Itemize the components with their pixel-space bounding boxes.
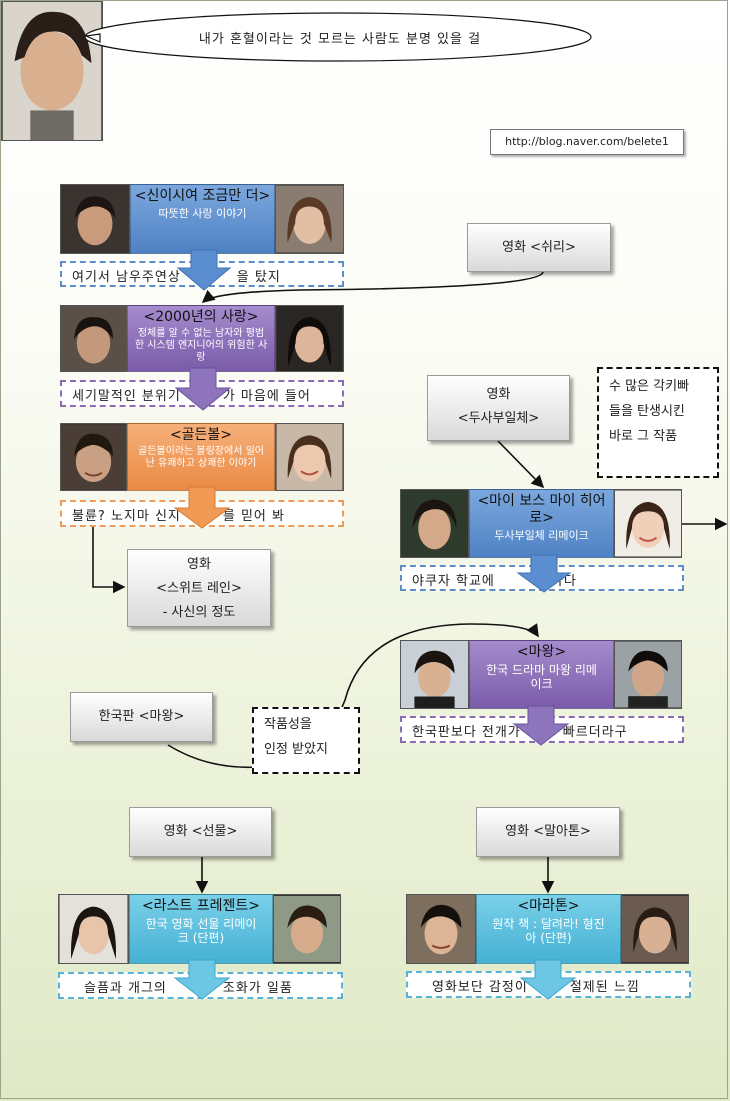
movie-label-dusabu: 영화 <두사부일체> bbox=[427, 375, 570, 441]
sweet-rain-line-2: <스위트 레인> bbox=[156, 581, 242, 596]
drama-subtitle-7: 원작 책 : 달려라! 형진아 (단편) bbox=[492, 916, 605, 946]
actress-photo-7b bbox=[621, 894, 689, 964]
actress-photo-4b bbox=[614, 489, 682, 558]
drama-title-4: <마이 보스 마이 히어로> bbox=[477, 493, 606, 526]
actor-photo-5b bbox=[614, 640, 682, 709]
actor-portrait bbox=[1, 1, 103, 141]
actor-photo-3a bbox=[60, 423, 127, 491]
drama-note-4: 야쿠자 학교에 가다 bbox=[400, 565, 684, 591]
drama-note-6: 슬픔과 개그의 조화가 일품 bbox=[58, 972, 343, 999]
callout-recognized: 작품성을 인정 받았지 bbox=[252, 707, 360, 774]
drama-title-banner-3: <골든볼> 골든볼이라는 볼링장에서 일어난 유쾌하고 상쾌한 이야기 bbox=[127, 423, 275, 491]
dusabu-line-2: <두사부일체> bbox=[457, 411, 540, 426]
actor-photo-6b bbox=[273, 894, 341, 964]
drama-title-1: <신이시여 조금만 더> bbox=[134, 188, 271, 204]
drama-note-7: 영화보단 감정이 절제된 느낌 bbox=[406, 971, 691, 998]
drama-note-3: 불륜? 노지마 신지 를 믿어 봐 bbox=[60, 500, 344, 527]
callout-gakkiba-line-1: 수 많은 각키빠 bbox=[609, 379, 690, 394]
drama-title-banner-2: <2000년의 사랑> 정체를 알 수 없는 남자와 평범한 시스템 엔지니어의… bbox=[127, 305, 275, 372]
actress-photo-2b bbox=[275, 305, 344, 372]
actor-photo-5a bbox=[400, 640, 469, 709]
drama-note-2: 세기말적인 분위기 가 마음에 들어 bbox=[60, 380, 344, 407]
drama-label-korean-maou: 한국판 <마왕> bbox=[70, 692, 213, 742]
drama-subtitle-1: 따뜻한 사랑 이야기 bbox=[158, 206, 247, 220]
movie-label-sweet-rain: 영화 <스위트 레인> - 사신의 정도 bbox=[127, 549, 271, 627]
callout-gakkiba-line-2: 들을 탄생시킨 bbox=[609, 404, 685, 419]
drama-subtitle-6: 한국 영화 선물 리메이크 (단편) bbox=[145, 916, 257, 946]
callout-gakkiba: 수 많은 각키빠 들을 탄생시킨 바로 그 작품 bbox=[597, 367, 719, 478]
drama-note-1: 여기서 남우주연상 을 탔지 bbox=[60, 261, 344, 287]
actor-photo-1a bbox=[60, 184, 130, 254]
drama-title-banner-5: <마왕> 한국 드라마 마왕 리메이크 bbox=[469, 640, 614, 709]
movie-label-marathon: 영화 <말아톤> bbox=[476, 807, 620, 857]
actress-photo-3b bbox=[275, 423, 344, 491]
sweet-rain-line-1: 영화 bbox=[187, 557, 211, 572]
actor-photo-2a bbox=[60, 305, 127, 372]
drama-subtitle-2: 정체를 알 수 없는 남자와 평범한 시스템 엔지니어의 위험한 사랑 bbox=[134, 327, 268, 363]
drama-note-5: 한국판보다 전개가 빠르더라구 bbox=[400, 716, 684, 743]
drama-title-banner-4: <마이 보스 마이 히어로> 두사부일체 리메이크 bbox=[469, 489, 614, 558]
drama-title-banner-7: <마라톤> 원작 책 : 달려라! 형진아 (단편) bbox=[476, 894, 621, 964]
drama-title-6: <라스트 프레젠트> bbox=[141, 898, 261, 914]
actress-photo-6a bbox=[58, 894, 129, 964]
drama-title-2: <2000년의 사랑> bbox=[143, 309, 259, 325]
drama-title-banner-6: <라스트 프레젠트> 한국 영화 선물 리메이크 (단편) bbox=[129, 894, 273, 964]
drama-title-3: <골든볼> bbox=[169, 427, 233, 443]
drama-title-5: <마왕> bbox=[516, 644, 567, 660]
actress-photo-1b bbox=[275, 184, 344, 254]
movie-label-gift: 영화 <선물> bbox=[129, 807, 272, 857]
speech-text: 내가 혼혈이라는 것 모르는 사람도 분명 있을 걸 bbox=[198, 32, 482, 47]
actor-photo-4a bbox=[400, 489, 469, 558]
drama-subtitle-4: 두사부일체 리메이크 bbox=[494, 528, 589, 542]
callout-recognized-line-2: 인정 받았지 bbox=[264, 742, 328, 757]
blog-url[interactable]: http://blog.naver.com/belete1 bbox=[490, 129, 684, 155]
drama-title-7: <마라톤> bbox=[517, 898, 580, 914]
movie-label-swiri: 영화 <쉬리> bbox=[467, 223, 611, 272]
sweet-rain-line-3: - 사신의 정도 bbox=[162, 605, 236, 620]
drama-title-banner-1: <신이시여 조금만 더> 따뜻한 사랑 이야기 bbox=[130, 184, 275, 254]
callout-gakkiba-line-3: 바로 그 작품 bbox=[609, 429, 678, 444]
drama-subtitle-5: 한국 드라마 마왕 리메이크 bbox=[486, 662, 597, 692]
callout-recognized-line-1: 작품성을 bbox=[264, 717, 312, 732]
dusabu-line-1: 영화 bbox=[486, 387, 511, 402]
actor-photo-7a bbox=[406, 894, 476, 964]
drama-subtitle-3: 골든볼이라는 볼링장에서 일어난 유쾌하고 상쾌한 이야기 bbox=[138, 445, 264, 469]
